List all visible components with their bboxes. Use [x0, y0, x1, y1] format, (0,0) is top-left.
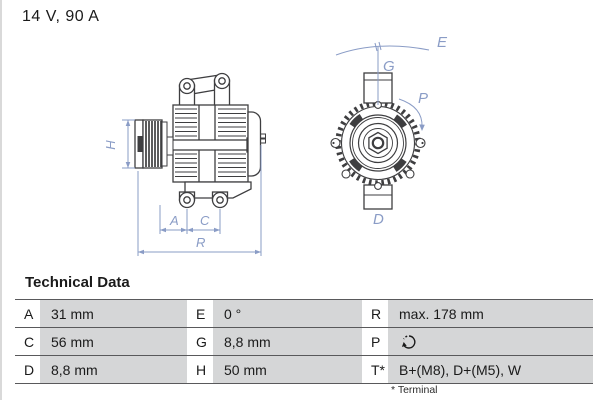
left-tab-hole: [332, 141, 335, 145]
terminal-stud-top: [260, 133, 266, 139]
terminal-footnote: * Terminal: [391, 384, 438, 396]
voltage-current-rating: 14 V, 90 A: [22, 8, 100, 25]
hub-ring: [357, 122, 399, 164]
bottom-lug-bolt: [374, 182, 382, 190]
param-key: E: [187, 300, 213, 327]
param-key: C: [15, 328, 40, 355]
face-ring-inner: [352, 117, 404, 169]
label-a: A: [169, 213, 179, 228]
table-row: C 56 mm G 8,8 mm P: [15, 328, 593, 356]
param-key: T*: [362, 356, 388, 383]
through-bolt-band: [166, 139, 252, 151]
table-row: A 31 mm E 0 ° R max. 178 mm: [15, 300, 593, 328]
shaft-hex-nut: [368, 131, 388, 155]
param-value: B+(M8), D+(M5), W: [388, 356, 593, 383]
hub-ring-inner: [363, 128, 393, 158]
label-r: R: [196, 235, 205, 250]
param-key: G: [187, 328, 213, 355]
table-row: D 8,8 mm H 50 mm T* B+(M8), D+(M5), W: [15, 356, 593, 384]
right-tab-hole: [421, 141, 424, 145]
param-value: 8,8 mm: [213, 328, 362, 355]
param-value: 56 mm: [40, 328, 187, 355]
rotation-direction-icon: [401, 334, 416, 349]
face-ring-outer: [349, 114, 407, 172]
rear-cover: [247, 111, 262, 177]
param-key: P: [362, 328, 388, 355]
rear-mount-lug: [211, 191, 229, 209]
shaft-end: [371, 136, 385, 150]
param-key: H: [187, 356, 213, 383]
alternator-side-view-drawing: H A C R: [105, 72, 266, 256]
front-view-annotations: [335, 41, 430, 128]
label-p: P: [418, 90, 428, 107]
technical-data-table: A 31 mm E 0 ° R max. 178 mm C 56 mm G 8,…: [15, 299, 593, 384]
front-mount-hole: [183, 196, 191, 204]
param-key: A: [15, 300, 40, 327]
front-view-geometry: [330, 72, 426, 210]
param-value: 31 mm: [40, 300, 187, 327]
pulley-rear-flange: [161, 121, 168, 167]
shaft-hub: [166, 136, 174, 156]
right-ear-hole: [218, 77, 226, 85]
right-ear: [213, 72, 231, 90]
param-value: 0 °: [213, 300, 362, 327]
param-value: max. 178 mm: [388, 300, 593, 327]
front-mount-lug: [178, 191, 196, 209]
param-key: R: [362, 300, 388, 327]
left-edge-strip: [0, 0, 2, 400]
param-value: 8,8 mm: [40, 356, 187, 383]
right-tab: [415, 137, 426, 149]
dimension-arrows: [125, 120, 261, 255]
param-value-rotation: [388, 328, 593, 355]
side-view-labels: H A C R: [105, 140, 210, 250]
rotation-arc-p: [398, 98, 423, 128]
left-tab: [330, 137, 341, 149]
param-key: D: [15, 356, 40, 383]
param-value: 50 mm: [213, 356, 362, 383]
left-ear-hole: [183, 82, 191, 90]
front-view-labels: E G P D: [373, 34, 448, 228]
side-view-geometry: [134, 72, 266, 209]
left-ear: [178, 77, 196, 95]
rotation-arrowhead: [419, 124, 425, 131]
alternator-front-view-drawing: E G P D: [330, 34, 448, 228]
cooling-fins-left: [175, 108, 197, 177]
terminal-stud-bottom: [260, 138, 266, 144]
rear-mount-hole: [216, 196, 224, 204]
label-e: E: [437, 34, 448, 51]
lower-right-tab: [405, 169, 415, 179]
technical-data-title: Technical Data: [25, 274, 130, 291]
lower-left-tab: [341, 169, 351, 179]
angle-arc-e: [335, 45, 430, 56]
pulley-grooves: [145, 121, 162, 167]
label-d: D: [373, 211, 384, 228]
label-h: H: [105, 140, 118, 150]
shaft-nut: [137, 136, 144, 152]
cooling-fins-right: [218, 108, 246, 177]
label-g: G: [383, 58, 395, 75]
label-c: C: [200, 213, 210, 228]
